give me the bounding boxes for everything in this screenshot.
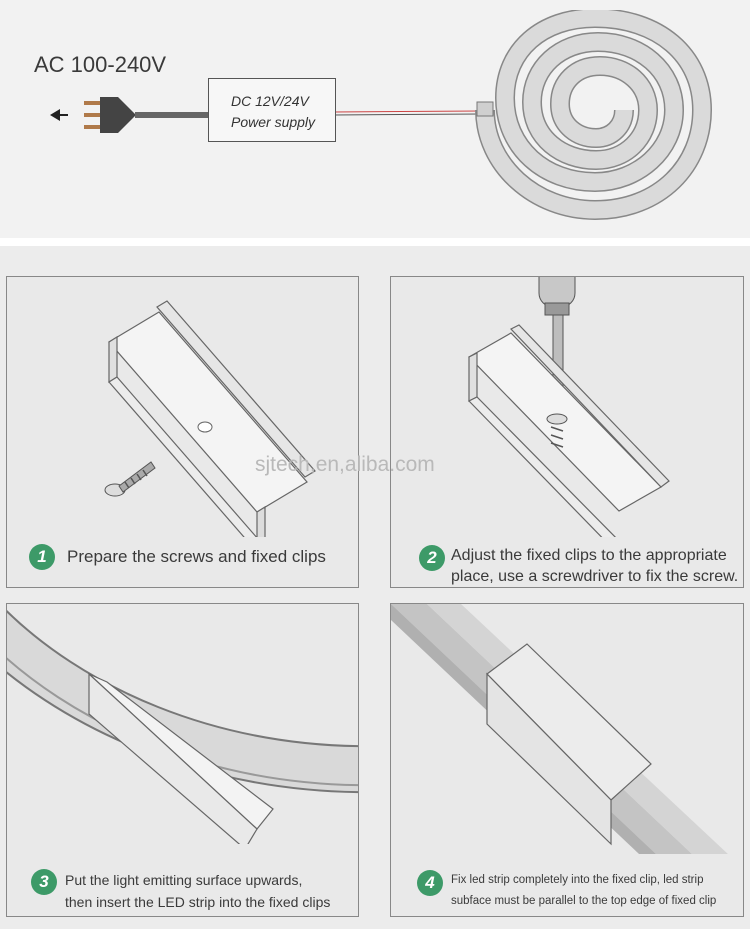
- mounting-clip-illustration: [108, 300, 316, 537]
- insert-strip-illustration: [7, 609, 358, 844]
- step-4-badge: 4: [417, 870, 443, 896]
- arrow-left-icon: [50, 109, 60, 121]
- watermark: sjtech,en,aliba.com: [255, 453, 435, 476]
- input-voltage-label: AC 100-240V: [34, 52, 167, 77]
- step-panel-4: 4 Fix led strip completely into the fixe…: [390, 603, 744, 917]
- screwdriver-clip-illustration: [467, 277, 670, 537]
- step-2-badge: 2: [419, 545, 445, 571]
- fixed-strip-illustration: [391, 604, 728, 854]
- step-3-text-line1: Put the light emitting surface upwards,: [65, 872, 303, 888]
- plug-prong: [84, 125, 102, 129]
- coiled-led-strip: [475, 10, 713, 221]
- step-1-caption: 1 Prepare the screws and fixed clips: [29, 544, 326, 570]
- power-supply-voltage: DC 12V/24V: [231, 93, 309, 109]
- power-cable: [135, 112, 209, 118]
- step-1-badge: 1: [29, 544, 55, 570]
- power-supply-label: Power supply: [231, 114, 316, 130]
- step-2-caption: 2 Adjust the fixed clips to the appropri…: [419, 545, 738, 587]
- step-3-text-line2: then insert the LED strip into the fixed…: [65, 894, 331, 910]
- step-2-text-line1: Adjust the fixed clips to the appropriat…: [451, 547, 727, 564]
- step-panel-2: 2 Adjust the fixed clips to the appropri…: [390, 276, 744, 588]
- step-4-text-line1: Fix led strip completely into the fixed …: [451, 874, 704, 886]
- output-wire: [333, 113, 481, 116]
- step-2-text-line2: place, use a screwdriver to fix the scre…: [451, 568, 739, 585]
- screwdriver-handle: [538, 277, 576, 308]
- step-4-caption: 4 Fix led strip completely into the fixe…: [417, 870, 716, 912]
- output-wire: [333, 110, 481, 113]
- plug-prong: [84, 101, 102, 105]
- step-4-text-line2: subface must be parallel to the top edge…: [451, 895, 717, 907]
- screw-icon: [104, 461, 156, 497]
- step-panel-1: 1 Prepare the screws and fixed clips: [6, 276, 359, 588]
- plug-and-cable: [50, 97, 481, 133]
- step-3-caption: 3 Put the light emitting surface upwards…: [31, 869, 330, 913]
- step-panel-3: 3 Put the light emitting surface upwards…: [6, 603, 359, 917]
- section-divider: [0, 238, 750, 246]
- step-1-text: Prepare the screws and fixed clips: [67, 547, 326, 566]
- step-3-badge: 3: [31, 869, 57, 895]
- plug-body: [100, 97, 136, 133]
- power-supply-box: DC 12V/24V Power supply: [208, 78, 336, 142]
- plug-prong: [84, 113, 102, 117]
